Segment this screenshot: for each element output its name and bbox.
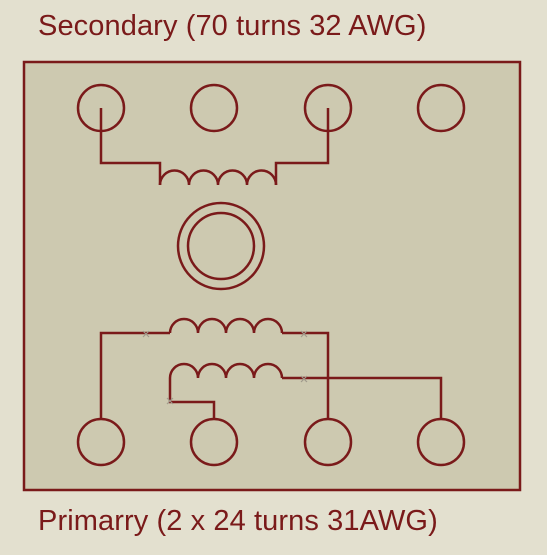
top-pin-2: [189, 83, 239, 133]
secondary-winding: [99, 108, 330, 186]
bottom-pin-4: [416, 417, 466, 467]
toroid-core-symbol: [176, 201, 266, 291]
primary-2-coil: [168, 362, 284, 379]
secondary-winding-label: Secondary (70 turns 32 AWG): [38, 10, 427, 42]
bottom-pin-3: [303, 417, 353, 467]
primary-winding-label: Primarry (2 x 24 turns 31AWG): [38, 505, 438, 537]
secondary-lead-right: [274, 108, 330, 185]
bottom-pin-2: [189, 417, 239, 467]
secondary-lead-left: [99, 108, 162, 185]
bottom-pin-1: [76, 417, 126, 467]
junction-markers: [142, 330, 308, 405]
primary-1-coil: [168, 317, 284, 334]
secondary-coil: [158, 169, 278, 186]
top-pin-4: [416, 83, 466, 133]
primary-1-lead-right: [282, 331, 330, 442]
